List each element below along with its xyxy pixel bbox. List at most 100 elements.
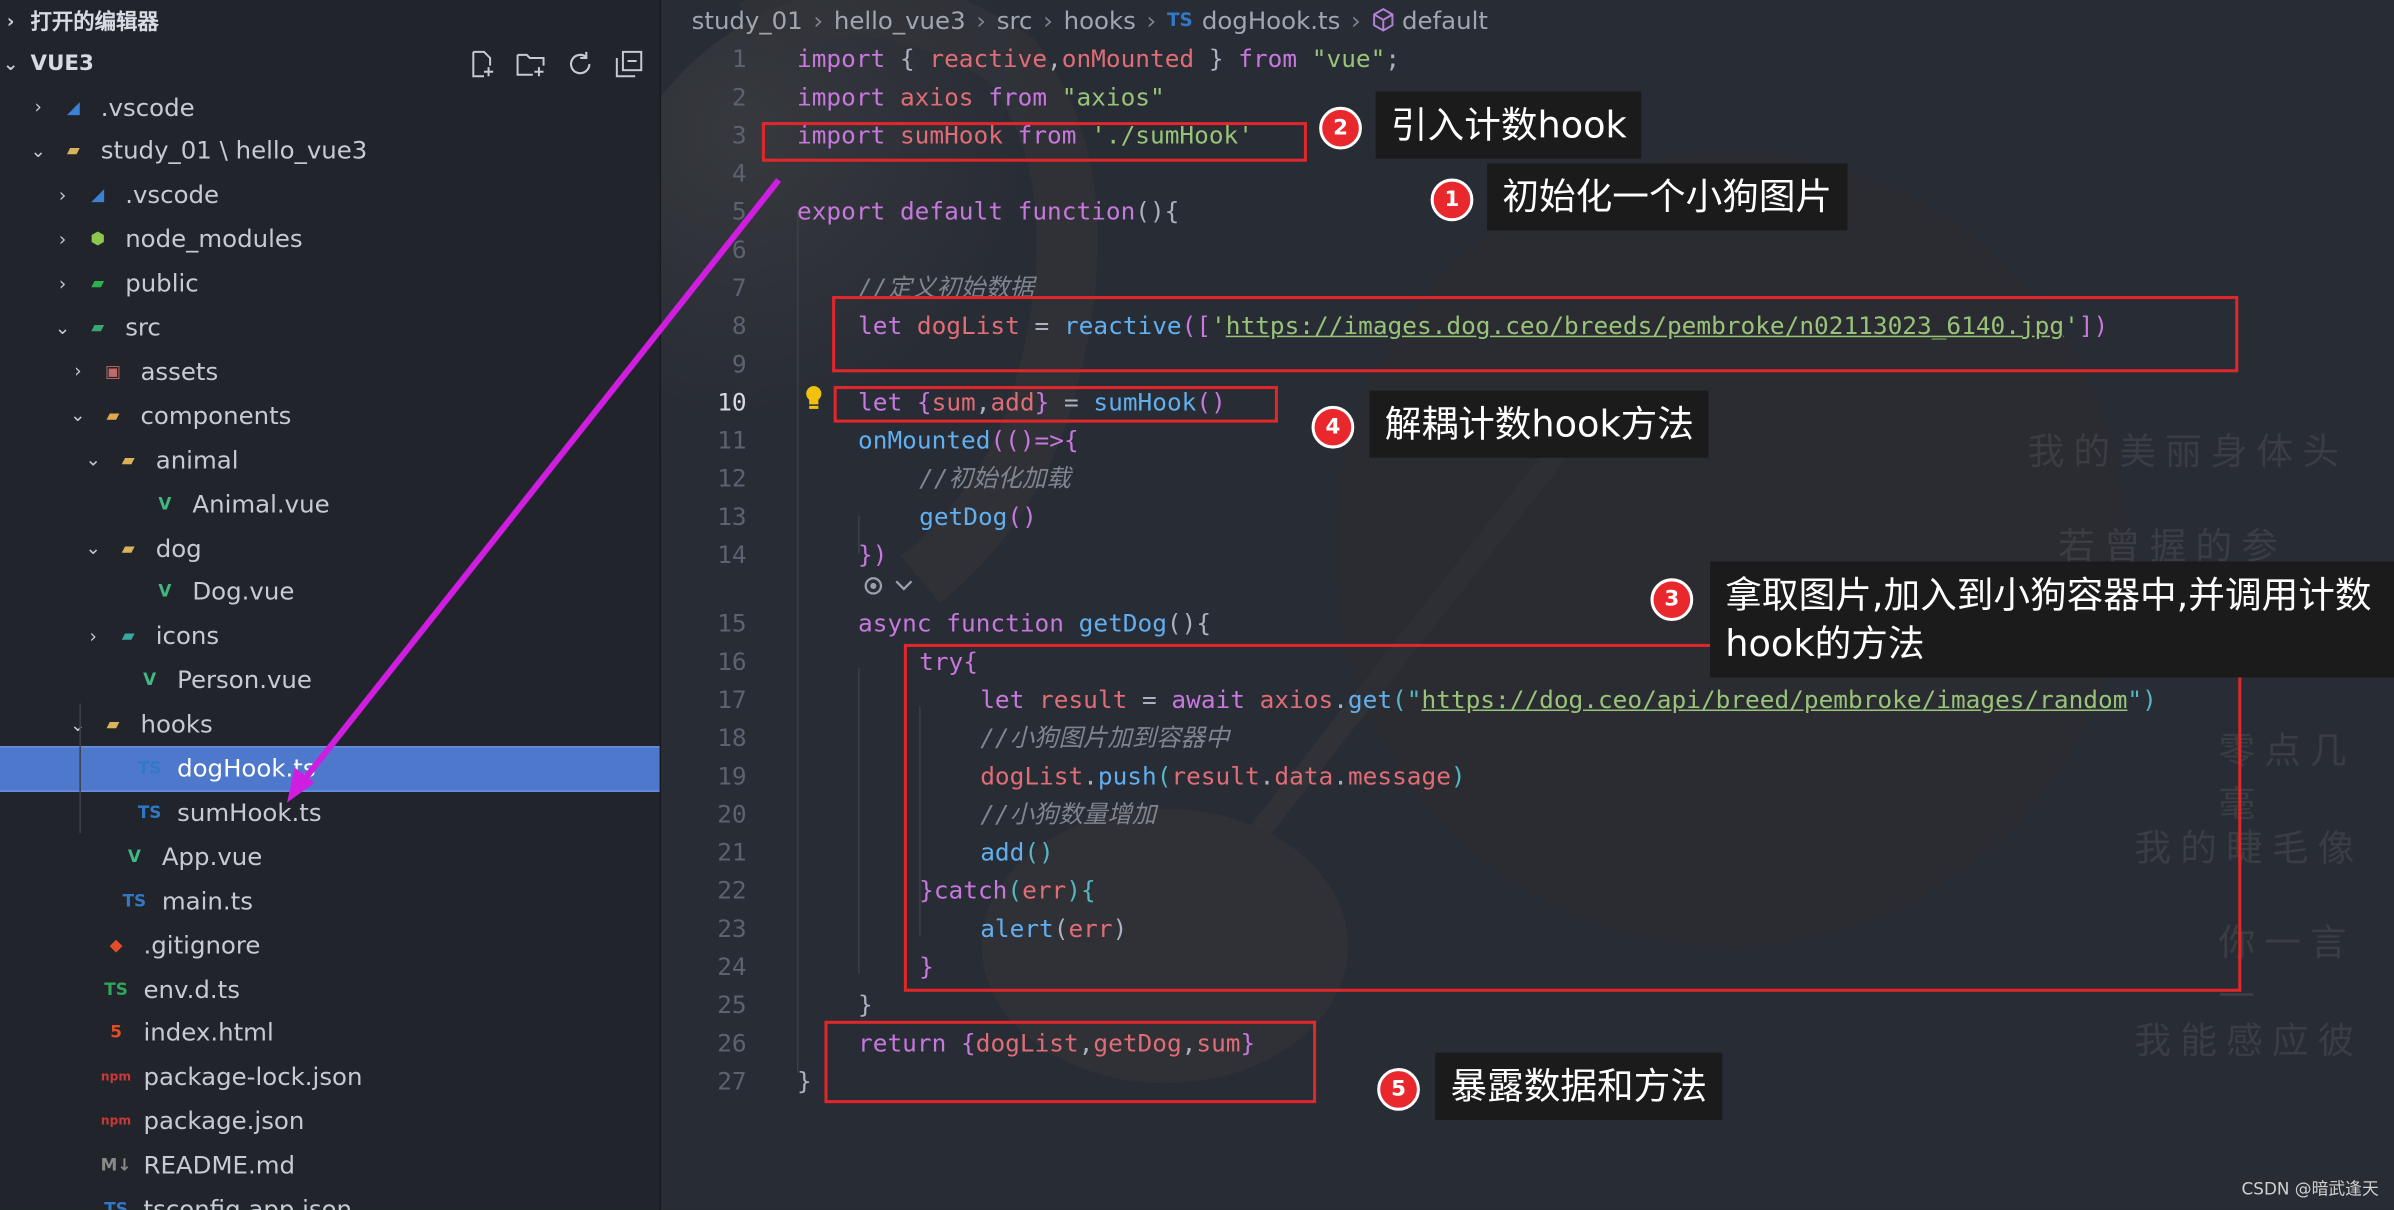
code-token: export: [796, 196, 900, 226]
tree-item-label: Dog.vue: [192, 577, 295, 607]
line-number: 11: [717, 425, 747, 455]
code-token: dogList: [980, 761, 1084, 791]
breadcrumb-item[interactable]: src: [996, 5, 1033, 35]
code-token: }: [1240, 1028, 1256, 1058]
tree-item[interactable]: ›◢.vscode: [0, 174, 660, 217]
breadcrumb-item[interactable]: hooks: [1063, 5, 1136, 35]
workspace-header[interactable]: ⌄ VUE3: [0, 43, 94, 86]
open-editors-header[interactable]: › 打开的编辑器: [0, 0, 159, 43]
tree-item[interactable]: ›▰icons: [0, 615, 660, 658]
code-line: dogList.push(result.data.message): [980, 757, 1465, 795]
chevron-right-icon[interactable]: ›: [58, 228, 67, 250]
new-folder-icon[interactable]: [516, 49, 547, 80]
code-token: ;: [1385, 44, 1401, 74]
explorer-toolbar: [467, 49, 644, 80]
code-token: err: [1022, 875, 1067, 905]
tree-item[interactable]: ›▣assets: [0, 350, 660, 393]
code-token: async: [858, 608, 947, 638]
code-token: (: [1007, 875, 1023, 905]
code-token: try: [919, 646, 964, 676]
tree-item[interactable]: M↓README.md: [0, 1144, 660, 1187]
code-line: import axios from "axios": [797, 78, 1165, 116]
code-line: async function getDog(){: [858, 604, 1211, 642]
chevron-down-icon[interactable]: ⌄: [85, 537, 101, 559]
line-number: 16: [717, 646, 747, 676]
npm-icon: npm: [100, 1070, 132, 1084]
tree-item[interactable]: ⌄▰src: [0, 306, 660, 349]
chevron-right-icon: ›: [6, 10, 15, 33]
lightbulb-icon[interactable]: [803, 385, 824, 419]
chevron-right-icon[interactable]: ›: [58, 184, 67, 206]
breadcrumb-item[interactable]: default: [1401, 5, 1488, 35]
breadcrumb-separator-icon: ›: [813, 5, 824, 35]
line-number: 20: [717, 799, 747, 829]
chevron-down-icon[interactable]: ⌄: [85, 448, 101, 471]
breadcrumb-item[interactable]: hello_vue3: [833, 5, 966, 35]
code-token: "): [2127, 685, 2157, 715]
breadcrumb-item[interactable]: study_01: [691, 5, 803, 35]
callout-1: 初始化一个小狗图片: [1487, 163, 1848, 231]
code-token: ': [2064, 311, 2079, 341]
badge-3: 3: [1650, 578, 1694, 622]
chevron-right-icon[interactable]: ›: [74, 360, 82, 383]
ts-icon: TS: [122, 890, 147, 911]
code-token: import: [796, 82, 900, 112]
tree-item[interactable]: ⌄▰dog: [0, 526, 660, 569]
code-token: (){: [1166, 608, 1212, 638]
tree-item[interactable]: ⌄▰hooks: [0, 703, 660, 746]
code-token: ': [1211, 311, 1226, 341]
code-token: "vue": [1311, 44, 1386, 74]
code-token: sum: [931, 387, 976, 417]
npm-icon: npm: [100, 1114, 132, 1128]
chevron-right-icon[interactable]: ›: [34, 96, 42, 118]
tree-item[interactable]: ⌄▰animal: [0, 438, 660, 481]
tree-item[interactable]: ›⬢node_modules: [0, 218, 660, 261]
code-token: ): [1112, 913, 1128, 943]
tree-item[interactable]: ›◢.vscode: [0, 85, 660, 128]
chevron-right-icon[interactable]: ›: [89, 625, 97, 647]
tree-item[interactable]: ›▰public: [0, 262, 660, 305]
tree-item-label: index.html: [143, 1018, 274, 1048]
code-line: }catch(err){: [919, 871, 1096, 909]
collapse-icon[interactable]: [614, 49, 645, 80]
code-token: result: [1171, 761, 1260, 791]
chevron-right-icon[interactable]: ›: [58, 272, 67, 294]
tree-item-label: node_modules: [125, 224, 303, 254]
tree-item[interactable]: ⌄▰study_01 \ hello_vue3: [0, 130, 660, 173]
refresh-icon[interactable]: [565, 49, 596, 80]
code-token: data: [1274, 761, 1334, 791]
code-token: dogList: [975, 1028, 1079, 1058]
tree-item[interactable]: ◆.gitignore: [0, 923, 660, 966]
code-line: //小狗图片加到容器中: [980, 719, 1229, 757]
code-token: }: [1034, 387, 1065, 417]
code-line: alert(err): [980, 909, 1127, 947]
code-token: message: [1347, 761, 1451, 791]
chevron-down-icon[interactable]: ⌄: [30, 140, 46, 162]
line-number: 19: [717, 761, 747, 791]
breadcrumb-item[interactable]: dogHook.ts: [1201, 5, 1341, 35]
new-file-icon[interactable]: [467, 49, 498, 80]
code-token: }: [919, 952, 934, 982]
code-line: }: [919, 948, 934, 986]
line-number: 15: [717, 608, 747, 638]
code-token: ,: [1181, 1028, 1197, 1058]
codelens-gear-icon[interactable]: [861, 574, 913, 598]
chevron-down-icon[interactable]: ⌄: [54, 316, 71, 338]
chevron-down-icon[interactable]: ⌄: [70, 713, 86, 735]
chevron-down-icon[interactable]: ⌄: [70, 404, 86, 427]
open-editors-label: 打开的编辑器: [30, 10, 159, 36]
tree-item-label: study_01 \ hello_vue3: [100, 136, 368, 166]
tree-item[interactable]: ⌄▰components: [0, 394, 660, 437]
